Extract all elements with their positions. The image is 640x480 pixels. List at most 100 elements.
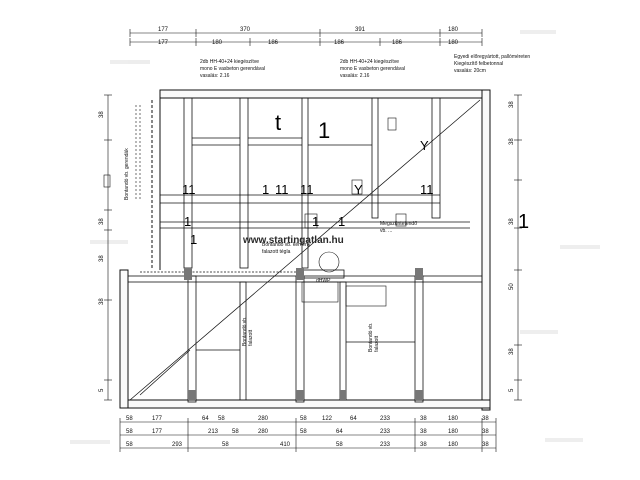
- mark-row-b-1: 1: [312, 214, 319, 229]
- svg-text:Kiegészítő felbetonnal: Kiegészítő felbetonnal: [454, 61, 503, 67]
- svg-text:2db HH-40+24 kiegészítve: 2db HH-40+24 kiegészítve: [200, 59, 259, 65]
- svg-text:233: 233: [380, 416, 391, 422]
- bottom-dimension-lines: [119, 418, 497, 452]
- mark-row-b-0: 1: [184, 214, 191, 229]
- dim-top1-2: 391: [355, 27, 366, 33]
- svg-text:vasalás: 2.16: vasalás: 2.16: [200, 73, 230, 79]
- dim-top1-0: 177: [158, 27, 169, 33]
- svg-text:280: 280: [258, 416, 269, 422]
- dim-right-1: 38: [509, 138, 515, 145]
- bottom-row-1: 58 177 64 58 280 58 122 64 233 38 180 38: [126, 416, 489, 422]
- svg-text:177: 177: [152, 416, 163, 422]
- duct-squares: [301, 117, 407, 307]
- svg-text:58: 58: [126, 416, 133, 422]
- dim-top2-1: 180: [212, 40, 223, 46]
- svg-text:vasalás: 2.16: vasalás: 2.16: [340, 73, 370, 79]
- mark-row-a-1: 1: [262, 182, 269, 197]
- svg-text:38: 38: [482, 416, 489, 422]
- mark-y-top: Y: [420, 138, 429, 153]
- svg-text:mono E vasbeton gerendával: mono E vasbeton gerendával: [200, 66, 265, 72]
- mark-row-a-5: 11: [420, 182, 434, 197]
- mark-big-1-top: 1: [318, 118, 330, 143]
- svg-text:2db HH-40+24 kiegészítve: 2db HH-40+24 kiegészítve: [340, 59, 399, 65]
- svg-text:180: 180: [448, 442, 459, 448]
- dim-right-3: 50: [509, 283, 515, 290]
- svg-text:58: 58: [222, 442, 229, 448]
- left-beam-dashes: [103, 105, 141, 200]
- svg-text:38: 38: [420, 416, 427, 422]
- dim-left-1: 38: [99, 218, 105, 225]
- inner-walls: [127, 97, 483, 403]
- bottom-row-2: 58 177 213 58 280 58 64 233 38 180 38: [126, 429, 489, 435]
- svg-text:Bontandó vb.: Bontandó vb.: [368, 323, 374, 352]
- svg-text:177: 177: [152, 429, 163, 435]
- svg-text:Megszüntetendő: Megszüntetendő: [380, 221, 417, 227]
- dim-right-2: 38: [509, 218, 515, 225]
- note-centre: Megszüntetendő vb. ...: [380, 221, 417, 234]
- note-mid-wall: Bontandó vb. kémény falazott tégla: [262, 242, 311, 255]
- mark-row-b-3: 1: [190, 232, 197, 247]
- right-dimension-line: [514, 94, 522, 401]
- svg-text:64: 64: [336, 429, 343, 435]
- dim-top1-3: 180: [448, 27, 459, 33]
- svg-text:410: 410: [280, 442, 291, 448]
- svg-text:vasalás: 20cm: vasalás: 20cm: [454, 68, 486, 74]
- note-right-top: Egyedi előregyártott, pallóméreten Kiegé…: [454, 54, 530, 74]
- note-bottom-mid: Bontandó vb. falazott: [242, 317, 254, 346]
- note-bottom-right: Bontandó vb. falazott: [368, 323, 380, 352]
- svg-text:falazott: falazott: [374, 335, 380, 352]
- svg-text:180: 180: [448, 416, 459, 422]
- svg-text:293: 293: [172, 442, 183, 448]
- svg-text:180: 180: [448, 429, 459, 435]
- svg-text:58: 58: [300, 429, 307, 435]
- svg-text:Egyedi előregyártott, pallómér: Egyedi előregyártott, pallóméreten: [454, 54, 530, 60]
- mark-row-b-2: 1: [338, 214, 345, 229]
- note-left-top: 2db HH-40+24 kiegészítve mono E vasbeton…: [200, 59, 265, 79]
- svg-text:58: 58: [218, 416, 225, 422]
- svg-text:38: 38: [420, 442, 427, 448]
- svg-text:58: 58: [300, 416, 307, 422]
- svg-text:falazott: falazott: [248, 329, 254, 346]
- svg-text:38: 38: [482, 442, 489, 448]
- dim-top2-2: 186: [268, 40, 279, 46]
- note-left-vertical: Bontandó vb. gerendák: [124, 148, 130, 200]
- dim-left-0: 38: [99, 111, 105, 118]
- dim-right-5: 5: [509, 388, 515, 392]
- svg-text:falazott tégla: falazott tégla: [262, 249, 291, 255]
- svg-text:213: 213: [208, 429, 219, 435]
- dim-right-4: 38: [509, 348, 515, 355]
- top-dimension-line-1: [129, 29, 483, 37]
- svg-text:38: 38: [482, 429, 489, 435]
- svg-text:Bontandó vb. kémény: Bontandó vb. kémény: [262, 242, 311, 248]
- watermark-text: www.startingatlan.hu: [242, 235, 344, 246]
- svg-text:58: 58: [336, 442, 343, 448]
- svg-text:38: 38: [420, 429, 427, 435]
- svg-text:58: 58: [126, 442, 133, 448]
- dim-top2-3: 186: [334, 40, 345, 46]
- left-dimension-line: [104, 94, 112, 401]
- svg-text:58: 58: [232, 429, 239, 435]
- mark-row-a-3: 11: [300, 182, 314, 197]
- dim-left-2: 38: [99, 255, 105, 262]
- note-mid-top: 2db HH-40+24 kiegészítve mono E vasbeton…: [340, 59, 405, 79]
- dim-right-0: 38: [509, 101, 515, 108]
- top-dimension-line-2: [129, 38, 483, 46]
- dim-left-3: 38: [99, 298, 105, 305]
- mark-big-1-right: 1: [518, 211, 529, 233]
- dim-top2-4: 186: [392, 40, 403, 46]
- svg-text:122: 122: [322, 416, 333, 422]
- svg-text:vb. ...: vb. ...: [380, 228, 392, 234]
- dim-left-4: 5: [99, 388, 105, 392]
- room-codes: dHWP: [316, 278, 331, 284]
- svg-text:Bontandó vb.: Bontandó vb.: [242, 317, 248, 346]
- outer-walls: [119, 89, 491, 411]
- diagonal-lines: [129, 99, 481, 401]
- svg-text:mono E vasbeton gerendával: mono E vasbeton gerendával: [340, 66, 405, 72]
- mark-row-a-2: 11: [275, 182, 289, 197]
- svg-text:64: 64: [202, 416, 209, 422]
- mark-big-t: t: [275, 110, 281, 135]
- dim-top1-1: 370: [240, 27, 251, 33]
- bottom-row-3: 58 293 58 410 58 233 38 180 38: [126, 442, 489, 448]
- mark-row-a-0: 11: [182, 182, 196, 197]
